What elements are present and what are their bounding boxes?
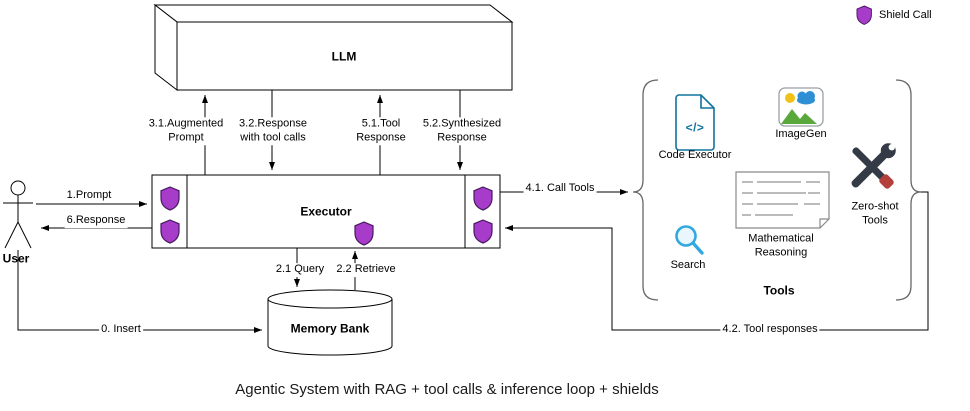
tools-left-brace xyxy=(632,79,659,301)
edge-insert-label: 0. Insert xyxy=(99,323,143,337)
zero-shot-label: Zero-shot Tools xyxy=(851,200,899,226)
shield-icon xyxy=(160,219,180,244)
edge-tool-response-label: 5.1.Tool Response xyxy=(354,117,408,145)
edge-call-tools-label: 4.1. Call Tools xyxy=(523,182,597,196)
edge-response-tool-calls-label: 3.2.Response with tool calls xyxy=(237,117,309,145)
memory-bank-label: Memory Bank xyxy=(290,321,370,336)
tools-group-label: Tools xyxy=(763,283,795,298)
legend-shield-call-label: Shield Call xyxy=(879,9,932,22)
tools-right-brace xyxy=(895,79,922,301)
shield-icon-legend xyxy=(856,5,872,25)
edge-synthesized-response-label: 5.2.Synthesized Response xyxy=(420,117,504,145)
user-actor xyxy=(3,180,33,249)
memory-bank-body xyxy=(267,299,393,356)
llm-box-top xyxy=(153,4,514,23)
code-executor-label: Code Executor xyxy=(658,149,732,162)
llm-node xyxy=(153,3,514,92)
imagegen-icon xyxy=(778,87,824,127)
edge-response-label: 6.Response xyxy=(64,214,128,228)
diagram-caption: Agentic System with RAG + tool calls & i… xyxy=(235,381,659,398)
llm-box-front xyxy=(176,21,513,91)
edge-prompt-label: 1.Prompt xyxy=(64,189,114,203)
user-head xyxy=(10,180,26,196)
executor-label: Executor xyxy=(300,204,352,219)
edge-tool-responses-label: 4.2. Tool responses xyxy=(720,323,820,337)
edge-retrieve-label: 2.2 Retrieve xyxy=(334,263,398,277)
executor-node xyxy=(151,174,501,249)
search-label: Search xyxy=(670,259,706,272)
edge-query-label: 2.1 Query xyxy=(273,263,327,277)
shield-icon xyxy=(354,221,374,246)
shield-icon xyxy=(473,186,493,211)
executor-box xyxy=(151,174,501,249)
llm-label: LLM xyxy=(331,49,357,64)
edge-augmented-prompt-label: 3.1.Augmented Prompt xyxy=(146,117,226,145)
user-label: User xyxy=(2,251,30,266)
search-icon xyxy=(675,225,704,255)
shield-icon xyxy=(473,219,493,244)
math-reasoning-label: Mathematical Reasoning xyxy=(748,232,814,258)
memory-bank-top xyxy=(267,289,393,309)
math-reasoning-icon xyxy=(735,171,830,229)
math-formula-lines xyxy=(742,181,820,216)
memory-bank-node xyxy=(267,289,393,356)
shield-icon xyxy=(160,186,180,211)
imagegen-label: ImageGen xyxy=(775,128,827,141)
code-glyph: </> xyxy=(685,120,705,135)
edge-insert xyxy=(17,250,262,333)
code-executor-icon xyxy=(675,94,715,151)
zero-shot-tools-icon xyxy=(851,143,896,189)
